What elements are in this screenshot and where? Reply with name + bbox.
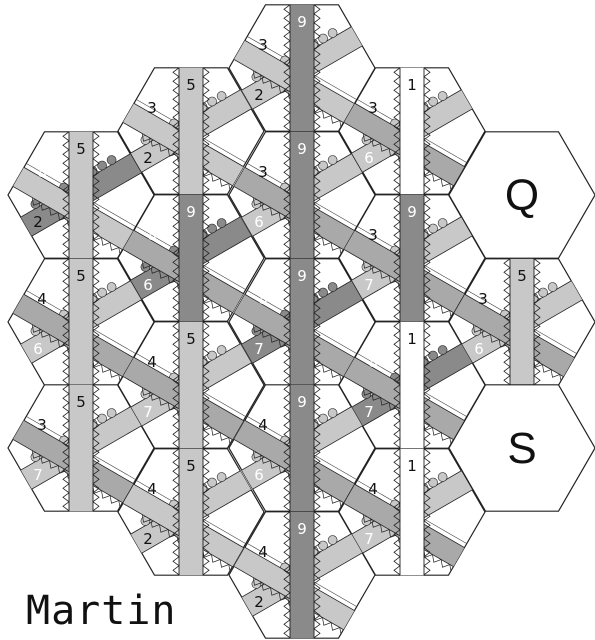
diagonal-a-value: 4 (37, 290, 47, 308)
diagonal-b-value: 7 (364, 530, 374, 548)
vertical-value: 1 (407, 330, 417, 348)
vertical-value: 5 (76, 393, 86, 411)
diagonal-a-value: 4 (258, 416, 268, 434)
diagonal-a-value: 3 (368, 99, 378, 117)
cell-letter: S (507, 424, 536, 473)
diagonal-b-value: 7 (33, 466, 43, 484)
vertical-value: 9 (297, 520, 307, 538)
diagonal-b-value: 2 (143, 530, 153, 548)
diagonal-a-value: 3 (258, 163, 268, 181)
diagonal-a-value: 4 (147, 353, 157, 371)
diagonal-b-value: 6 (33, 340, 43, 358)
diagonal-a-value: 8 (258, 290, 268, 308)
diagonal-a-value: 3 (37, 416, 47, 434)
vertical-value: 5 (76, 140, 86, 158)
diagonal-b-value: 6 (143, 276, 153, 294)
diagonal-b-value: 2 (33, 213, 43, 231)
diagonal-a-value: 8 (37, 163, 47, 181)
diagonal-a-value: 3 (147, 99, 157, 117)
diagonal-b-value: 2 (254, 86, 264, 104)
diagonal-b-value: 2 (254, 593, 264, 611)
player-name: Martin (26, 588, 177, 634)
vertical-value: 9 (297, 393, 307, 411)
vertical-value: 9 (186, 203, 196, 221)
vertical-value: 9 (297, 267, 307, 285)
diagonal-b-value: 7 (143, 403, 153, 421)
diagonal-a-value: 4 (258, 543, 268, 561)
vertical-value: 5 (517, 267, 527, 285)
cell-letter: Q (505, 171, 539, 220)
diagonal-b-value: 7 (254, 340, 264, 358)
diagonal-b-value: 7 (364, 403, 374, 421)
vertical-value: 1 (407, 76, 417, 94)
vertical-value: 5 (186, 457, 196, 475)
diagonal-b-value: 6 (254, 213, 264, 231)
vertical-value: 5 (186, 76, 196, 94)
diagonal-b-value: 6 (254, 466, 264, 484)
diagonal-a-value: 8 (368, 353, 378, 371)
diagonal-a-value: 4 (368, 480, 378, 498)
diagonal-a-value: 3 (478, 290, 488, 308)
vertical-value: 5 (186, 330, 196, 348)
diagonal-a-value: 3 (368, 226, 378, 244)
vertical-value: 9 (407, 203, 417, 221)
vertical-value: 5 (76, 267, 86, 285)
diagonal-b-value: 6 (364, 149, 374, 167)
diagonal-b-value: 7 (364, 276, 374, 294)
vertical-value: 1 (407, 457, 417, 475)
diagonal-a-value: 8 (147, 226, 157, 244)
diagonal-b-value: 6 (474, 340, 484, 358)
vertical-value: 9 (297, 140, 307, 158)
diagonal-b-value: 2 (143, 149, 153, 167)
diagonal-a-value: 4 (147, 480, 157, 498)
vertical-value: 9 (297, 13, 307, 31)
diagonal-a-value: 3 (258, 36, 268, 54)
